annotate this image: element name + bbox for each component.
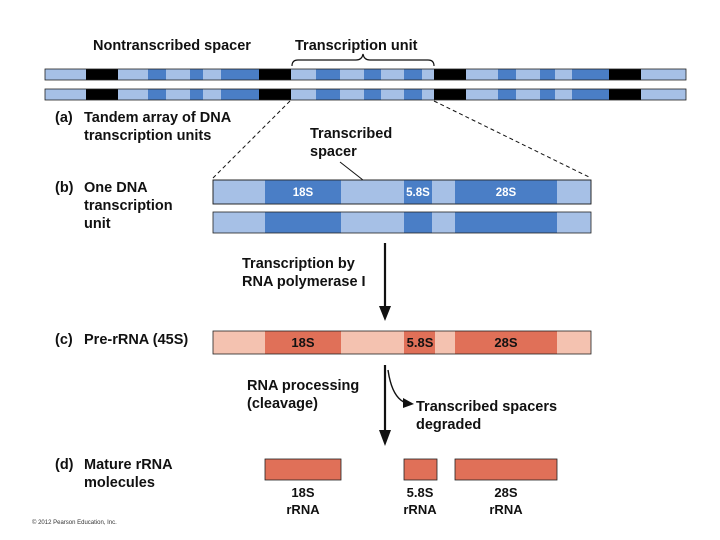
pre-rrna-18s-segment — [265, 331, 341, 354]
processing-arrow-head — [379, 430, 391, 446]
panel-a-letter: (a) — [55, 110, 73, 126]
mature-28s-name: 28S — [494, 485, 517, 500]
dna-array-coding-block — [190, 69, 203, 80]
dna-bottom-28s-segment — [455, 212, 557, 233]
panel-b-line3: unit — [84, 216, 111, 232]
dna-5-8s-segment — [404, 180, 432, 204]
panel-c-letter: (c) — [55, 332, 73, 348]
nontranscribed-spacer-block — [609, 69, 641, 80]
processing-label-line2: (cleavage) — [247, 396, 318, 412]
dna-array-coding-block — [540, 89, 555, 100]
dna-array-coding-block — [498, 69, 516, 80]
panel-a-line1: Tandem array of DNA — [84, 110, 232, 126]
panel-b-line2: transcription — [84, 198, 173, 214]
mature-28s-rrna — [454, 458, 558, 481]
transcription-label-line2: RNA polymerase I — [242, 274, 366, 290]
panel-d-letter: (d) — [55, 457, 74, 473]
dna-unit-top-outline — [212, 179, 592, 205]
dna-array-coding-block — [316, 69, 340, 80]
dna-bottom-18s-segment — [265, 212, 341, 233]
dna-18s-label: 18S — [293, 187, 314, 199]
dna-array-outline — [44, 88, 687, 101]
dna-array-coding-block — [404, 69, 422, 80]
pre-rrna-outline — [212, 330, 592, 355]
nontranscribed-spacer-label: Nontranscribed spacer — [93, 38, 251, 54]
dna-array-coding-block — [221, 69, 259, 80]
panel-b-letter: (b) — [55, 180, 74, 196]
nontranscribed-spacer-block — [86, 69, 118, 80]
degradation-arrow-head — [403, 398, 414, 408]
panel-d-line2: molecules — [84, 475, 155, 491]
mature-5-8s-type: rRNA — [403, 502, 437, 517]
nontranscribed-spacer-block — [259, 69, 291, 80]
mature-18s-rrna — [264, 458, 342, 481]
nontranscribed-spacer-block — [609, 89, 641, 100]
dna-unit-bottom-outline — [212, 211, 592, 234]
nontranscribed-spacer-block — [259, 89, 291, 100]
dna-28s-label: 28S — [496, 187, 517, 199]
dna-array-coding-block — [572, 69, 609, 80]
nontranscribed-spacer-block — [434, 89, 466, 100]
spacers-degraded-label-line2: degraded — [416, 417, 481, 433]
dna-array-strand-top — [44, 68, 687, 81]
transcribed-spacer-label-line1: Transcribed — [310, 126, 392, 142]
pre-rrna-molecule: 18S 5.8S 28S — [212, 330, 592, 355]
dna-array-strand-bottom — [44, 88, 687, 101]
nontranscribed-spacer-block — [434, 69, 466, 80]
transcription-label-line1: Transcription by — [242, 256, 355, 272]
transcription-unit-brace — [291, 53, 435, 67]
mature-5-8s-name: 5.8S — [407, 485, 434, 500]
transcription-unit-label: Transcription unit — [295, 38, 418, 54]
pre-rrna-28s-segment — [455, 331, 557, 354]
dna-array-coding-block — [498, 89, 516, 100]
dna-unit-strand-bottom — [212, 211, 592, 234]
copyright-notice: © 2012 Pearson Education, Inc. — [32, 519, 117, 526]
dna-array-coding-block — [221, 89, 259, 100]
dna-unit-strand-top: 18S 5.8S 28S — [212, 179, 592, 205]
dna-bottom-5-8s-segment — [404, 212, 432, 233]
panel-d-line1: Mature rRNA — [84, 457, 173, 473]
dna-array-coding-block — [364, 89, 381, 100]
dna-5-8s-label: 5.8S — [406, 187, 430, 199]
nontranscribed-spacer-block — [86, 89, 118, 100]
dna-array-outline — [44, 68, 687, 81]
dna-array-coding-block — [190, 89, 203, 100]
dna-array-coding-block — [148, 89, 166, 100]
transcription-arrow-head — [379, 306, 391, 321]
spacers-degraded-label-line1: Transcribed spacers — [416, 399, 557, 415]
pre-rrna-5-8s-label: 5.8S — [407, 335, 434, 350]
processing-label-line1: RNA processing — [247, 378, 359, 394]
mature-18s-type: rRNA — [286, 502, 320, 517]
degradation-arrow-curve — [387, 369, 407, 404]
panel-b-line1: One DNA — [84, 180, 148, 196]
panel-a-line2: transcription units — [84, 128, 211, 144]
dna-28s-segment — [455, 180, 557, 204]
dna-array-coding-block — [540, 69, 555, 80]
mature-18s-name: 18S — [291, 485, 314, 500]
dna-array-coding-block — [316, 89, 340, 100]
pre-rrna-5-8s-segment — [404, 331, 435, 354]
dna-18s-segment — [265, 180, 341, 204]
transcribed-spacer-label-line2: spacer — [310, 144, 357, 160]
pre-rrna-18s-label: 18S — [291, 335, 314, 350]
dna-array-coding-block — [148, 69, 166, 80]
panel-c-text: Pre-rRNA (45S) — [84, 332, 188, 348]
dna-array-coding-block — [404, 89, 422, 100]
mature-5-8s-rrna — [403, 458, 438, 481]
dna-array-coding-block — [364, 69, 381, 80]
dna-array-coding-block — [572, 89, 609, 100]
mature-28s-type: rRNA — [489, 502, 523, 517]
zoom-line-right — [433, 100, 592, 179]
pre-rrna-28s-label: 28S — [494, 335, 517, 350]
